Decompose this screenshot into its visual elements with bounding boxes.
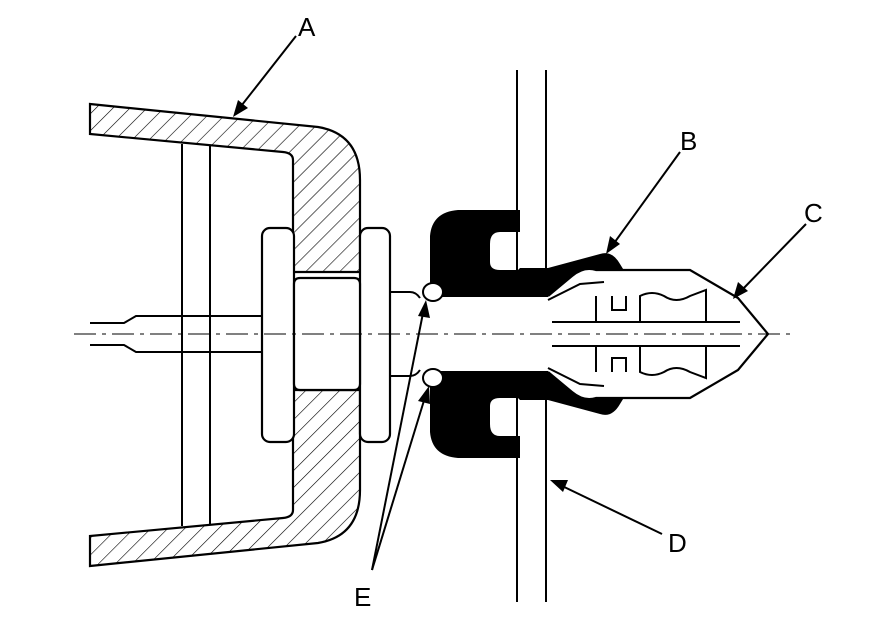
leader-d <box>557 483 663 535</box>
leader-arrows <box>233 35 807 571</box>
shaft-middle-body <box>292 276 362 392</box>
arrowhead-c <box>733 282 748 299</box>
grommet-bore-edge <box>430 295 548 373</box>
label-a: A <box>298 12 316 42</box>
shaft-right-flange <box>358 226 392 444</box>
plunger-shaft <box>260 226 551 444</box>
leader-c <box>739 223 807 293</box>
o-ring-upper <box>422 282 444 302</box>
fastener-inner-legs <box>547 281 605 387</box>
o-ring-lower <box>422 368 444 388</box>
housing-stem <box>90 315 262 353</box>
label-c: C <box>804 198 823 228</box>
fastener-lower-ribs <box>595 345 707 380</box>
fastener-upper-ribs <box>595 288 707 323</box>
housing-top-wall <box>88 102 362 274</box>
grommet-bore <box>430 296 548 372</box>
arrowhead-d <box>550 480 568 492</box>
arrowhead-b <box>606 236 620 254</box>
label-d: D <box>668 528 687 558</box>
arrowhead-a <box>233 100 248 117</box>
o-rings-part-e <box>422 282 444 388</box>
shaft-left-flange <box>260 226 296 444</box>
arrowhead-e-lower <box>418 386 430 404</box>
arrowhead-e-upper <box>418 300 430 318</box>
leader-b <box>611 151 681 247</box>
label-b: B <box>680 126 697 156</box>
leader-e-lower <box>371 393 427 571</box>
housing-bottom-wall <box>88 388 362 568</box>
leader-e-upper <box>371 307 425 571</box>
label-e: E <box>354 582 371 612</box>
leader-a <box>237 35 297 111</box>
